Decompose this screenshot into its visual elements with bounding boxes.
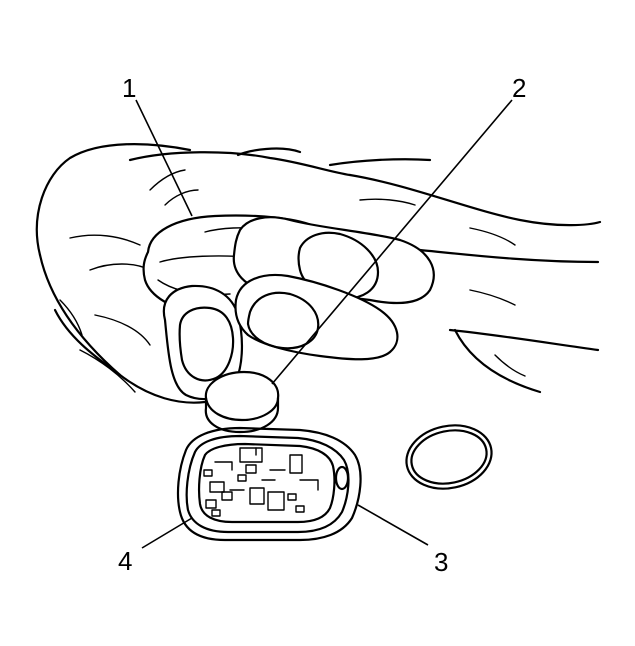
hand-illustration (35, 143, 602, 404)
leader-3 (357, 504, 429, 546)
leader-2 (271, 99, 513, 385)
transmitter-base (176, 426, 362, 542)
circuit-components (203, 447, 319, 517)
callout-label-3: 3 (434, 547, 448, 577)
thumb (162, 284, 244, 401)
o-ring-seal (405, 424, 493, 490)
fingers (232, 216, 435, 361)
leader-lines (135, 99, 513, 549)
callout-label-2: 2 (512, 73, 526, 103)
leader-4 (141, 517, 193, 549)
callout-label-4: 4 (118, 546, 132, 576)
callout-labels: 1 2 3 4 (118, 73, 526, 577)
callout-label-1: 1 (122, 73, 136, 103)
leader-1 (135, 99, 193, 217)
coin-battery (204, 370, 280, 434)
